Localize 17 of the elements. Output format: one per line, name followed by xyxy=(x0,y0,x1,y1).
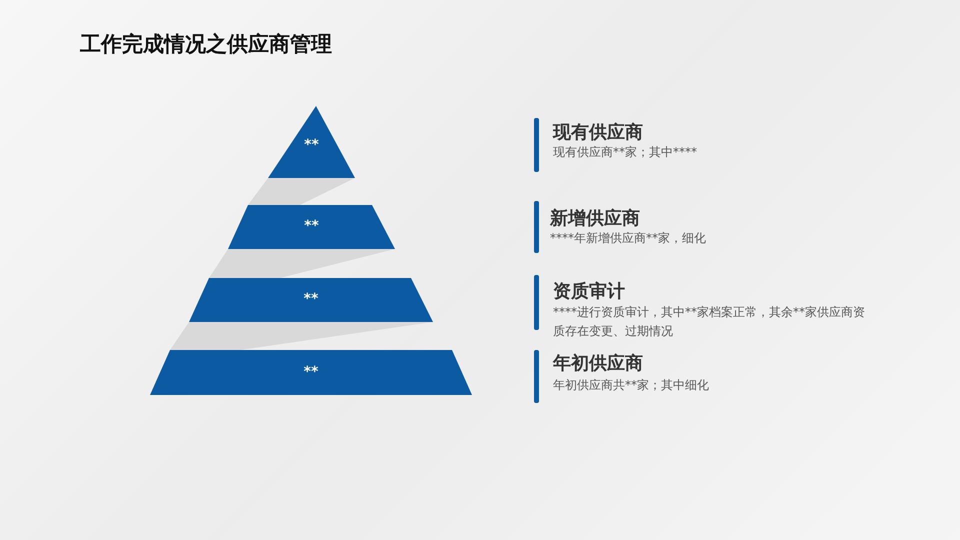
tier-label: ** xyxy=(302,364,320,380)
tier-label: ** xyxy=(302,291,320,307)
tier-label: ** xyxy=(303,136,320,153)
section-heading: 资质审计 xyxy=(553,280,625,303)
pyramid-tier xyxy=(150,350,472,395)
section-heading: 新增供应商 xyxy=(550,207,640,230)
pyramid-top-triangle xyxy=(268,106,355,178)
tier-label: ** xyxy=(303,218,320,234)
slide-title: 工作完成情况之供应商管理 xyxy=(80,30,332,58)
section-heading: 现有供应商 xyxy=(553,121,643,144)
section-description: 年初供应商共**家；其中细化 xyxy=(553,377,710,394)
section-description: ****进行资质审计，其中**家档案正常，其余**家供应商资质存在变更、过期情况 xyxy=(553,304,866,340)
section-heading: 年初供应商 xyxy=(553,352,643,375)
section-description: ****年新增供应商**家，细化 xyxy=(550,230,707,247)
section-description: 现有供应商**家；其中**** xyxy=(553,144,698,161)
pyramid-tier xyxy=(228,205,395,249)
pyramid-tier xyxy=(189,278,433,322)
